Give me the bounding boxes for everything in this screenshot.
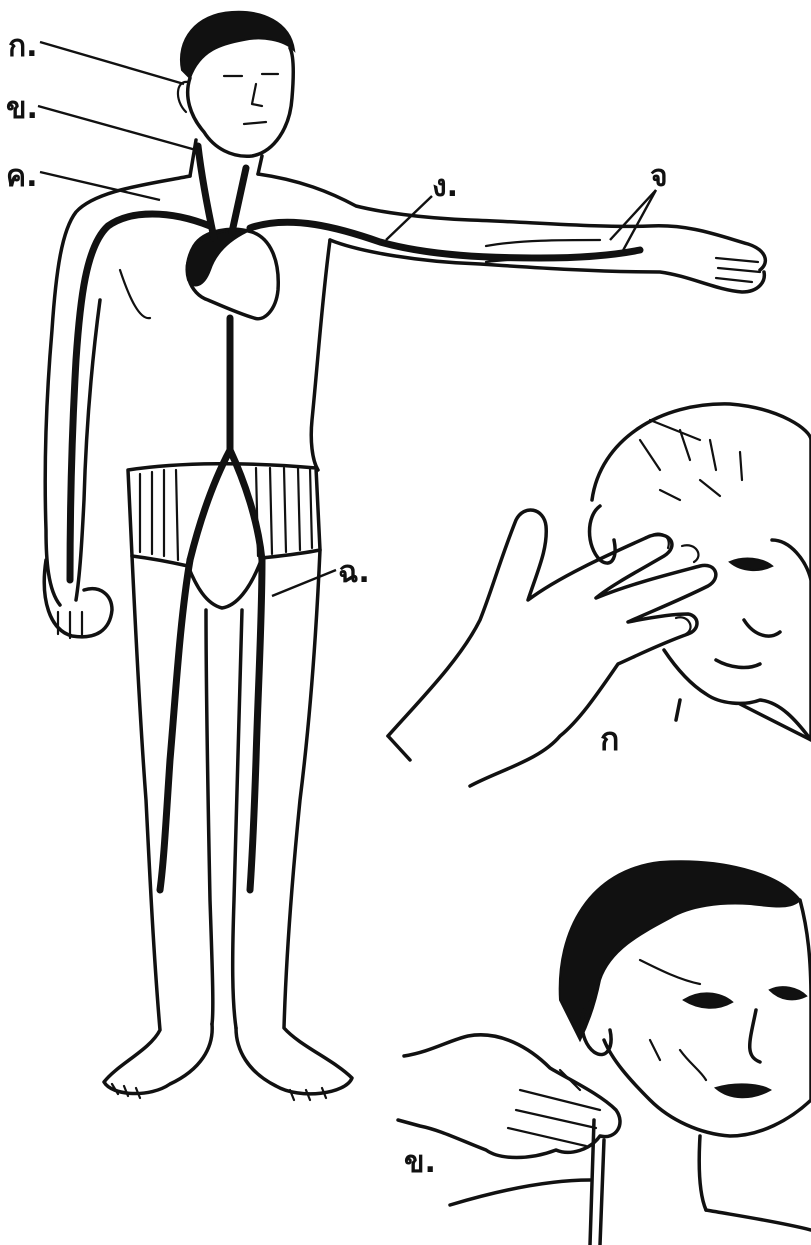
fingers-b <box>508 1070 600 1146</box>
label-f: ฉ. <box>338 555 370 590</box>
eye-b2 <box>770 987 806 999</box>
hand-fingers <box>716 258 760 282</box>
femoral-left <box>160 560 190 890</box>
torso-right <box>311 240 330 470</box>
nose <box>252 84 262 106</box>
hair <box>181 12 294 78</box>
head-outline-a <box>592 404 811 740</box>
head <box>188 48 294 156</box>
carotid-pulse-illustration <box>398 861 811 1245</box>
eye-a <box>730 559 772 571</box>
label-b: ข. <box>6 91 38 126</box>
face-a <box>716 540 811 667</box>
right-leg-inner <box>233 610 242 1028</box>
chest-line <box>120 270 150 318</box>
carotid-artery-2 <box>232 168 246 232</box>
neck-a <box>676 700 811 740</box>
sleeve-a <box>388 736 410 760</box>
left-hand-fingers <box>58 612 82 638</box>
mouth <box>244 122 266 124</box>
briefs <box>128 464 320 608</box>
finger-tips-a <box>650 534 698 634</box>
iliac-split <box>190 450 262 560</box>
nose-b <box>750 1010 760 1062</box>
briefs-stripes <box>140 468 312 560</box>
neck-right <box>258 156 262 174</box>
label-e: จ <box>650 159 668 194</box>
hair-b <box>560 861 800 1040</box>
label-c: ค. <box>6 159 37 194</box>
panel-label-a: ก <box>600 720 619 758</box>
neck-b <box>590 1120 706 1245</box>
shoulders-b <box>450 1180 811 1230</box>
hand-a <box>388 510 716 786</box>
panel-label-b: ข. <box>404 1145 436 1180</box>
left-leg-inner <box>206 610 213 1024</box>
eye-b <box>684 993 732 1007</box>
scalp-texture-a <box>640 420 742 500</box>
label-d: ง. <box>432 169 458 204</box>
face-shade-b <box>640 960 706 1080</box>
mouth-b <box>716 1084 770 1097</box>
hand-b <box>398 1035 620 1158</box>
left-leg-outer <box>104 556 212 1094</box>
label-a: ก. <box>8 29 38 64</box>
femoral-right <box>250 560 262 890</box>
